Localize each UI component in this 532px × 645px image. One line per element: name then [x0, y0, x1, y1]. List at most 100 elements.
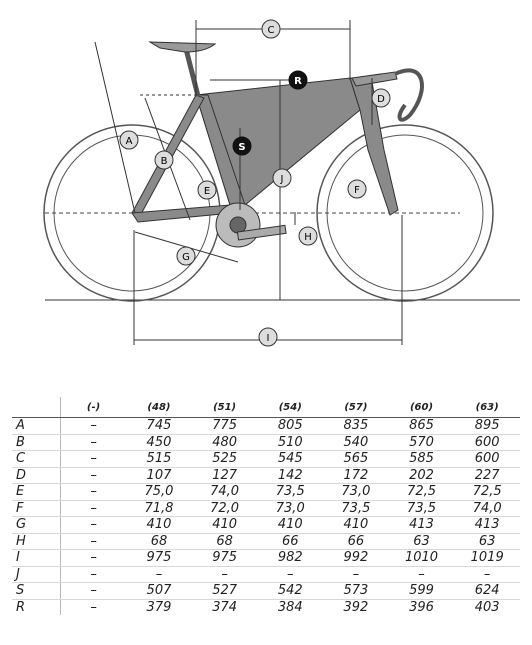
svg-text:A: A	[126, 136, 133, 147]
table-cell: 480	[191, 434, 258, 451]
frame	[131, 77, 399, 223]
row-label: I	[12, 549, 61, 567]
table-cell: 379	[146, 599, 172, 615]
table-cell: 573	[323, 582, 389, 600]
table-cell: 835	[323, 417, 389, 435]
table-cell: 865	[388, 417, 455, 435]
label-h: H	[298, 226, 318, 246]
row-label: A	[12, 417, 61, 435]
table-cell: 74,0	[191, 483, 258, 501]
table-cell: –	[60, 582, 127, 600]
table-cell: –	[90, 599, 97, 615]
table-cell: 527	[191, 582, 258, 600]
table-cell: 63	[454, 533, 520, 550]
dimension-lines	[94, 20, 403, 345]
table-cell: 975	[126, 549, 192, 567]
table-corner	[12, 397, 61, 418]
column-header: (57)	[323, 397, 389, 418]
table-cell: 540	[323, 434, 389, 451]
svg-text:F: F	[354, 185, 360, 196]
label-s: S	[232, 136, 252, 156]
table-cell: 73,5	[323, 500, 389, 517]
table-cell: –	[60, 450, 127, 468]
table-cell: 975	[191, 549, 258, 567]
table-cell: –	[191, 566, 258, 583]
stem	[351, 71, 398, 87]
label-c: C	[261, 19, 281, 39]
svg-text:S: S	[238, 142, 245, 153]
table-cell: 227	[454, 467, 520, 484]
table-cell: 545	[257, 450, 324, 468]
table-cell: 384	[277, 599, 303, 615]
row-label: H	[12, 533, 61, 550]
label-b: B	[154, 150, 174, 170]
row-label: J	[12, 566, 61, 583]
table-cell: –	[388, 566, 455, 583]
saddle	[148, 41, 217, 53]
bike-geometry-diagram: C R D A S B J E F H G I	[43, 19, 520, 347]
table-cell: 73,0	[323, 483, 389, 501]
table-cell: 982	[257, 549, 324, 567]
table-cell: –	[60, 500, 127, 517]
table-cell: 73,0	[257, 500, 324, 517]
row-label: F	[12, 500, 61, 517]
table-cell: 410	[257, 516, 324, 534]
table-cell: 107	[126, 467, 192, 484]
table-cell: 745	[126, 417, 192, 435]
table-cell: 72,0	[191, 500, 258, 517]
table-cell: 73,5	[257, 483, 324, 501]
label-i: I	[258, 327, 278, 347]
table-cell: 74,0	[454, 500, 520, 517]
table-cell: 410	[191, 516, 258, 534]
table-cell: 202	[388, 467, 455, 484]
table-cell: 585	[388, 450, 455, 468]
table-cell: 515	[126, 450, 192, 468]
svg-text:C: C	[268, 25, 275, 36]
column-header: (48)	[126, 397, 192, 418]
table-cell: 410	[323, 516, 389, 534]
table-cell: 374	[212, 599, 238, 615]
table-cell: 403	[474, 599, 500, 615]
table-cell: 71,8	[126, 500, 192, 517]
table-cell: 68	[126, 533, 192, 550]
table-cell: 392	[343, 599, 369, 615]
table-cell: 600	[454, 434, 520, 451]
table-cell: –	[60, 467, 127, 484]
svg-text:D: D	[377, 94, 385, 105]
table-cell: –	[60, 483, 127, 501]
table-cell: 895	[454, 417, 520, 435]
svg-text:J: J	[280, 174, 284, 185]
table-cell: 775	[191, 417, 258, 435]
table-cell: 525	[191, 450, 258, 468]
column-header: (63)	[454, 397, 520, 418]
table-cell: 805	[257, 417, 324, 435]
table-cell: 624	[454, 582, 520, 600]
label-a: A	[119, 130, 139, 150]
row-label: C	[12, 450, 61, 468]
table-cell: 72,5	[454, 483, 520, 501]
label-r: R	[288, 70, 308, 90]
handlebar	[394, 68, 424, 122]
table-cell: 66	[323, 533, 389, 550]
column-header: (60)	[388, 397, 455, 418]
table-cell: 507	[126, 582, 192, 600]
table-cell: 570	[388, 434, 455, 451]
table-cell: 142	[257, 467, 324, 484]
table-cell: 73,5	[388, 500, 455, 517]
table-cell: 992	[323, 549, 389, 567]
crankset	[215, 202, 287, 248]
table-cell: –	[257, 566, 324, 583]
table-cell: 396	[409, 599, 434, 615]
table-cell: 450	[126, 434, 192, 451]
table-cell: 565	[323, 450, 389, 468]
